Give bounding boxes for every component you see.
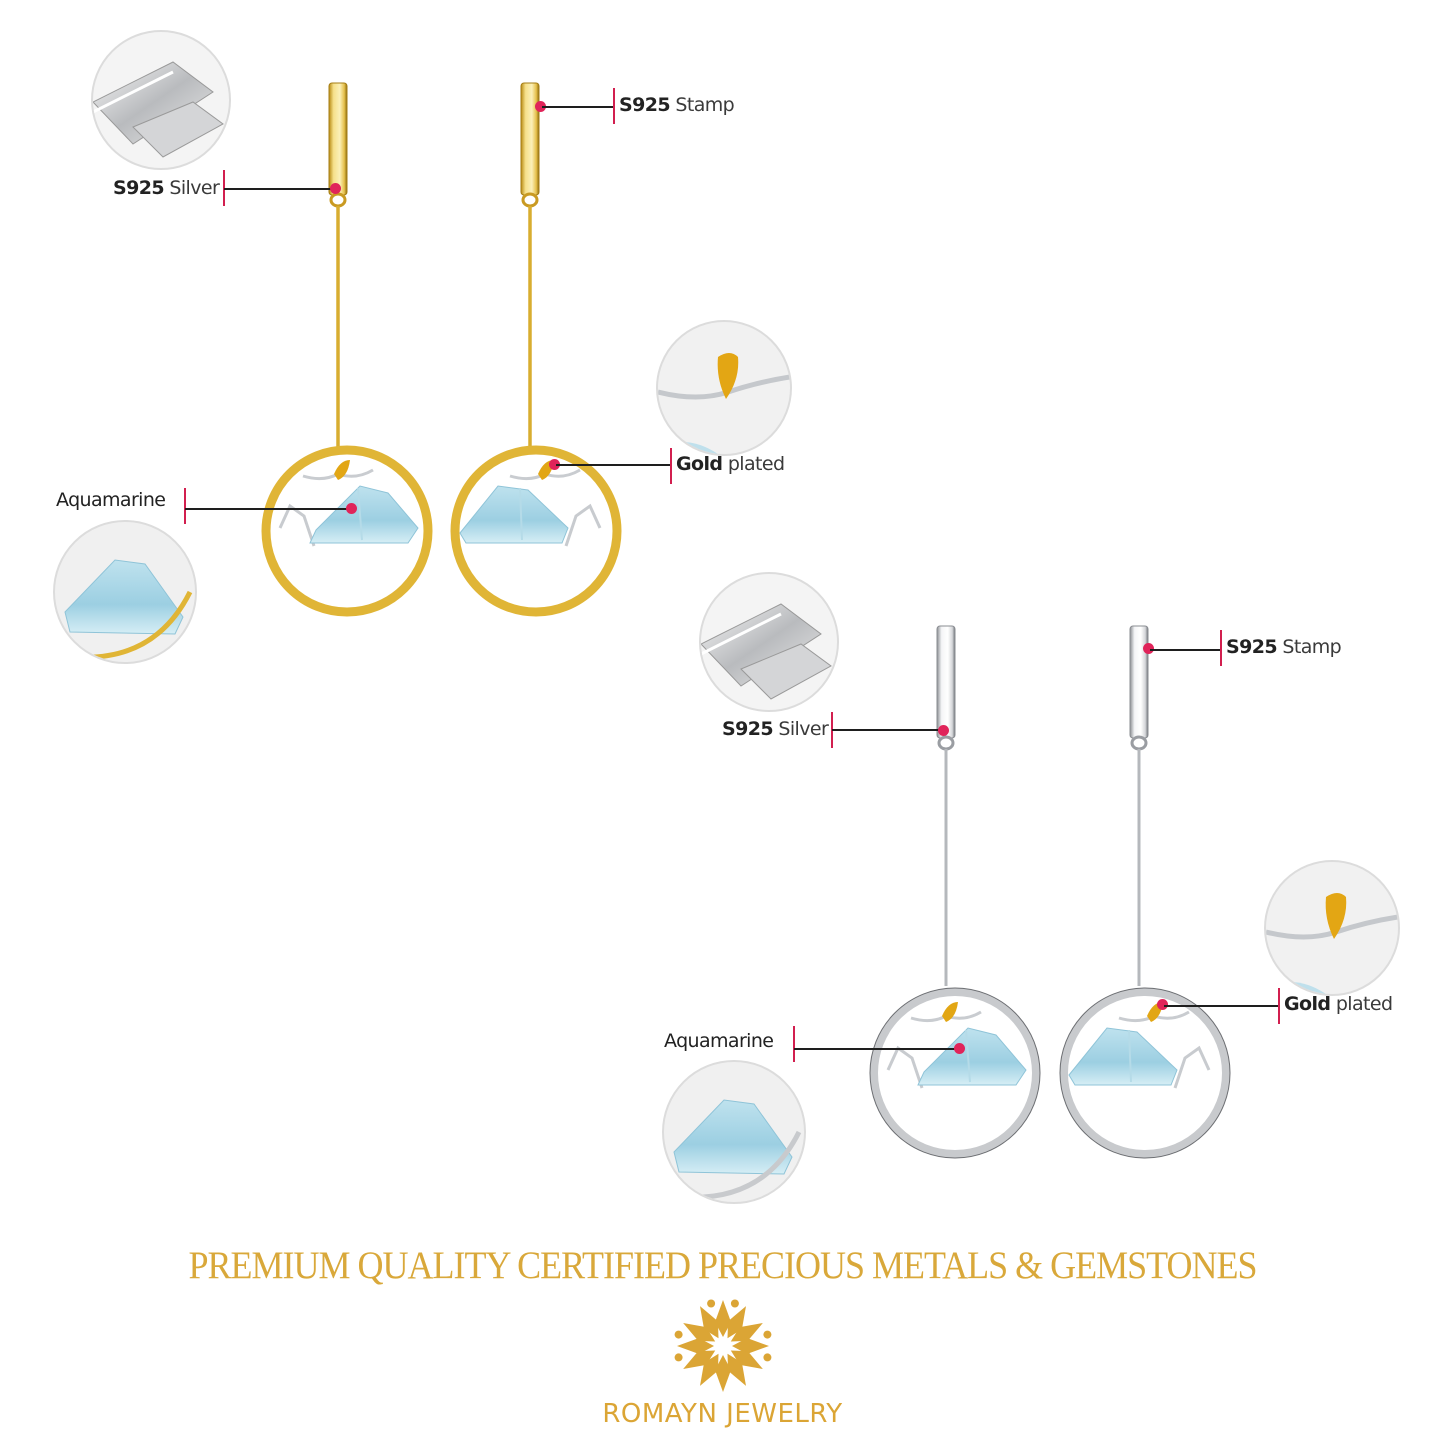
brand-name: ROMAYN JEWELRY xyxy=(602,1399,843,1429)
callout-marker-dot xyxy=(535,101,546,112)
silver-earring-left xyxy=(869,625,1041,1159)
gold-earring-left xyxy=(261,82,433,617)
callout-stamp-label: S925 Stamp xyxy=(1226,636,1342,658)
callout-marker-dot xyxy=(346,503,357,514)
logo-petal xyxy=(730,1323,763,1342)
callout-marker-dot xyxy=(549,459,560,470)
callout-marker-dot xyxy=(1157,999,1168,1010)
callout-leader-line xyxy=(832,729,944,731)
logo-petal xyxy=(700,1353,719,1386)
bird-branch-icon xyxy=(1264,860,1400,996)
silver-bars-icon xyxy=(91,30,231,170)
callout-marker-dot xyxy=(938,725,949,736)
callout-stamp-label: S925 Stamp xyxy=(619,94,735,116)
callout-leader-line xyxy=(542,106,614,108)
logo-dot xyxy=(730,1299,739,1308)
callout-gem-label: Aquamarine xyxy=(56,489,166,511)
logo-petal xyxy=(715,1355,731,1392)
callout-tick xyxy=(1278,988,1280,1024)
callout-leader-line xyxy=(185,508,350,510)
callout-silver-label: S925 Silver xyxy=(722,718,829,740)
callout-tick xyxy=(1220,630,1222,666)
callout-marker-dot xyxy=(330,183,341,194)
logo-petal xyxy=(732,1338,769,1354)
silver-earring-right xyxy=(1059,625,1231,1159)
callout-leader-line xyxy=(1150,649,1222,651)
gold-earring-right xyxy=(450,82,622,617)
logo-petal xyxy=(683,1323,716,1342)
bird-branch-icon xyxy=(656,320,792,456)
callout-plating-label: Gold plated xyxy=(1284,993,1393,1015)
logo-petal xyxy=(727,1353,746,1386)
logo-petal xyxy=(700,1306,719,1339)
callout-marker-dot xyxy=(954,1043,965,1054)
logo-dot xyxy=(763,1330,772,1339)
callout-tick xyxy=(613,88,615,124)
callout-leader-line xyxy=(556,464,671,466)
logo-petal xyxy=(683,1350,716,1369)
callout-leader-line xyxy=(794,1048,959,1050)
callout-tick xyxy=(793,1026,795,1062)
flower-logo-icon xyxy=(674,1299,772,1392)
logo-dot xyxy=(707,1299,716,1308)
callout-leader-line xyxy=(224,188,336,190)
callout-marker-dot xyxy=(1143,643,1154,654)
aquamarine-stone-icon xyxy=(53,520,197,664)
logo-dot xyxy=(763,1353,772,1362)
logo-petal xyxy=(730,1350,763,1369)
silver-bars-icon xyxy=(699,572,839,712)
callout-tick xyxy=(184,488,186,524)
callout-tick xyxy=(670,448,672,484)
logo-petal xyxy=(715,1300,731,1337)
callout-leader-line xyxy=(1164,1005,1279,1007)
callout-plating-label: Gold plated xyxy=(676,453,785,475)
logo-petal xyxy=(727,1306,746,1339)
logo-petal xyxy=(677,1338,714,1354)
tagline: PREMIUM QUALITY CERTIFIED PRECIOUS METAL… xyxy=(188,1243,1257,1287)
callout-silver-label: S925 Silver xyxy=(113,177,220,199)
aquamarine-stone-icon xyxy=(662,1060,806,1204)
callout-gem-label: Aquamarine xyxy=(664,1030,774,1052)
logo-dot xyxy=(674,1353,683,1362)
logo-dot xyxy=(674,1330,683,1339)
